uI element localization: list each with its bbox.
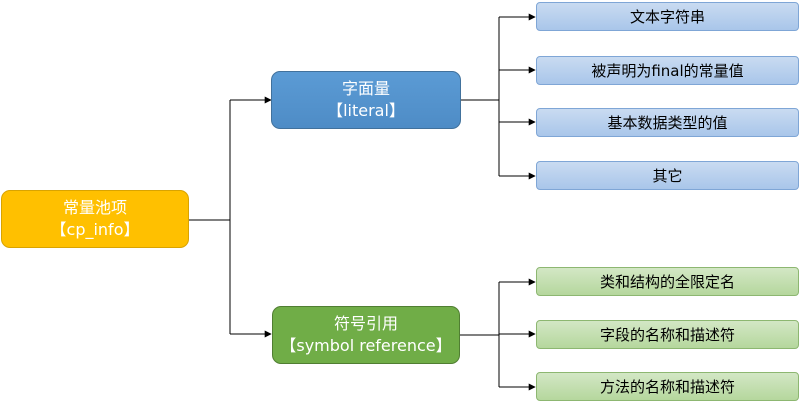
literal-child-final-constant: 被声明为final的常量值 — [536, 56, 799, 85]
symbol-node-title: 符号引用 — [333, 314, 398, 333]
root-node-subtitle: 【cp_info】 — [50, 220, 140, 239]
literal-node-title: 字面量 — [341, 79, 390, 98]
symbol-child-method-descriptor: 方法的名称和描述符 — [536, 372, 799, 401]
symbol-child-qualified-name: 类和结构的全限定名 — [536, 267, 799, 296]
root-node-title: 常量池项 — [62, 198, 127, 217]
edge-symbol-trunk — [460, 282, 500, 387]
symbol-node-subtitle: 【symbol reference】 — [280, 336, 452, 355]
literal-child-other: 其它 — [536, 161, 799, 190]
literal-child-text-string: 文本字符串 — [536, 2, 799, 31]
symbol-child-field-descriptor: 字段的名称和描述符 — [536, 320, 799, 349]
literal-node-subtitle: 【literal】 — [327, 101, 405, 120]
edge-literal-trunk — [461, 17, 500, 176]
symbol-reference-node: 符号引用 【symbol reference】 — [272, 306, 460, 364]
root-node-cp-info: 常量池项 【cp_info】 — [1, 190, 189, 248]
literal-node: 字面量 【literal】 — [271, 71, 461, 129]
edge-root-trunk — [189, 100, 231, 334]
literal-child-primitive-value: 基本数据类型的值 — [536, 108, 799, 137]
